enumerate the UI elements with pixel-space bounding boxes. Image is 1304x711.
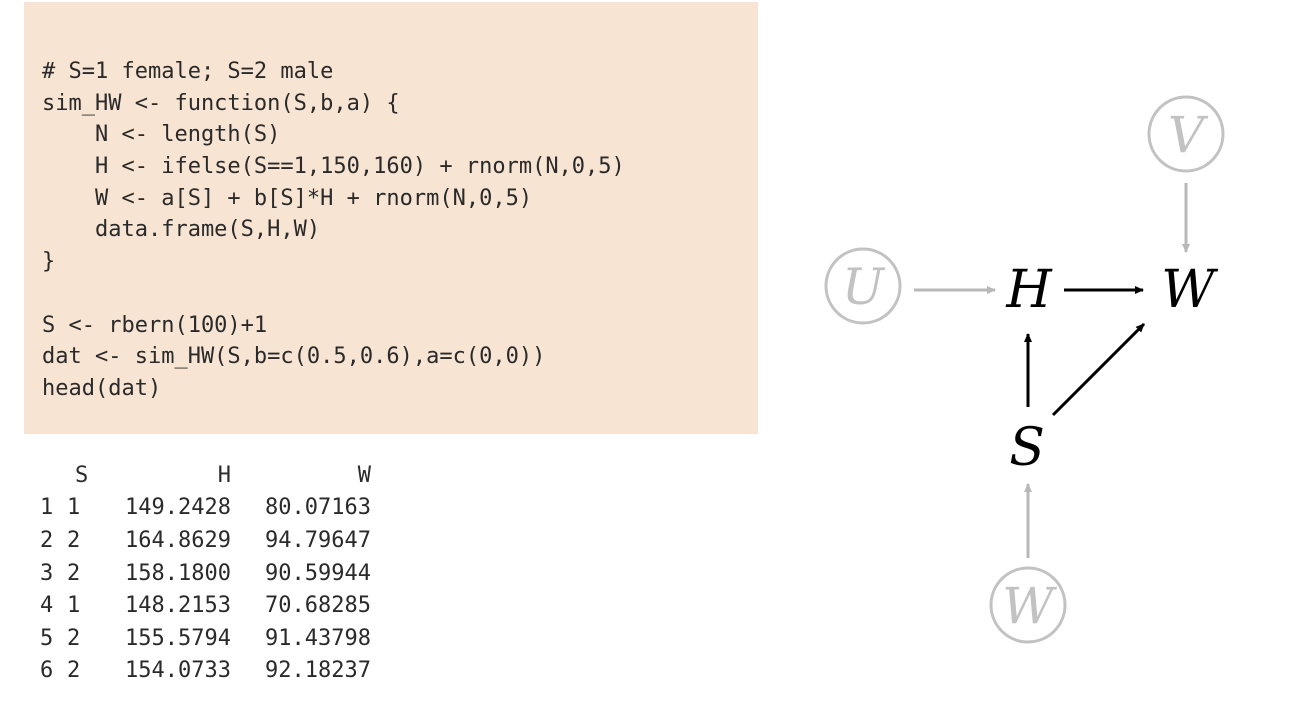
node-w2: W [1002,577,1057,635]
node-v: V [1168,106,1209,164]
code-line: dat <- sim_HW(S,b=c(0.5,0.6),a=c(0,0)) [42,344,546,370]
node-w: W [1161,260,1218,320]
table-cell: 4 [40,593,54,619]
code-line: # S=1 female; S=2 male [42,59,334,84]
table-row: 6 2 154.0733 92.18237 [40,655,371,688]
table-row: 4 1 148.2153 70.68285 [40,589,371,622]
table-cell: 70.68285 [265,593,371,619]
node-w2-circle [989,566,1067,644]
table-cell: 3 [40,560,54,586]
code-line: head(dat) [42,375,162,401]
code-line: W <- a[S] + b[S]*H + rnorm(N,0,5) [42,185,533,211]
code-block: # S=1 female; S=2 male sim_HW <- functio… [24,2,758,434]
table-cell: 149.2428 [125,495,231,521]
node-h: H [1005,260,1053,320]
table-header-cell: H [217,462,231,488]
table-cell: 148.2153 [125,593,231,619]
output-table: S H W 1 1 149.2428 80.07163 2 2 164.8629… [40,459,371,687]
table-cell: 94.79647 [265,527,371,553]
table-cell: 5 [40,625,54,651]
table-cell: 6 [40,658,54,684]
table-header-cell: S [75,462,89,488]
table-cell: 155.5794 [125,625,231,651]
table-cell: 2 [67,625,81,651]
code-line: } [42,249,56,275]
table-cell: 80.07163 [265,495,371,521]
table-cell: 1 [67,593,81,619]
table-cell: 91.43798 [265,625,371,651]
edge-s-to-w [1051,322,1146,417]
table-cell: 2 [40,527,54,553]
table-cell: 90.59944 [265,560,371,586]
table-cell: 158.1800 [125,560,231,586]
table-cell: 2 [67,527,81,553]
table-cell: 1 [67,495,81,521]
code-line: N <- length(S) [42,122,281,148]
table-row: 1 1 149.2428 80.07163 [40,492,371,525]
table-header-cell: W [357,462,371,488]
node-s: S [1009,418,1045,478]
table-row: 2 2 164.8629 94.79647 [40,524,371,557]
table-cell: 2 [67,560,81,586]
table-cell: 92.18237 [265,658,371,684]
table-cell: 164.8629 [125,527,231,553]
node-u-circle [824,247,902,325]
code-line: H <- ifelse(S==1,150,160) + rnorm(N,0,5) [42,154,625,180]
code-line: sim_HW <- function(S,b,a) { [42,90,400,116]
node-u: U [842,258,886,316]
table-cell: 154.0733 [125,658,231,684]
table-row: 5 2 155.5794 91.43798 [40,622,371,655]
table-cell: 1 [40,495,54,521]
node-v-circle [1147,95,1225,173]
code-line: data.frame(S,H,W) [42,217,321,243]
table-header-row: S H W [40,459,371,492]
code-line: S <- rbern(100)+1 [42,312,268,338]
table-cell: 2 [67,658,81,684]
table-row: 3 2 158.1800 90.59944 [40,557,371,590]
